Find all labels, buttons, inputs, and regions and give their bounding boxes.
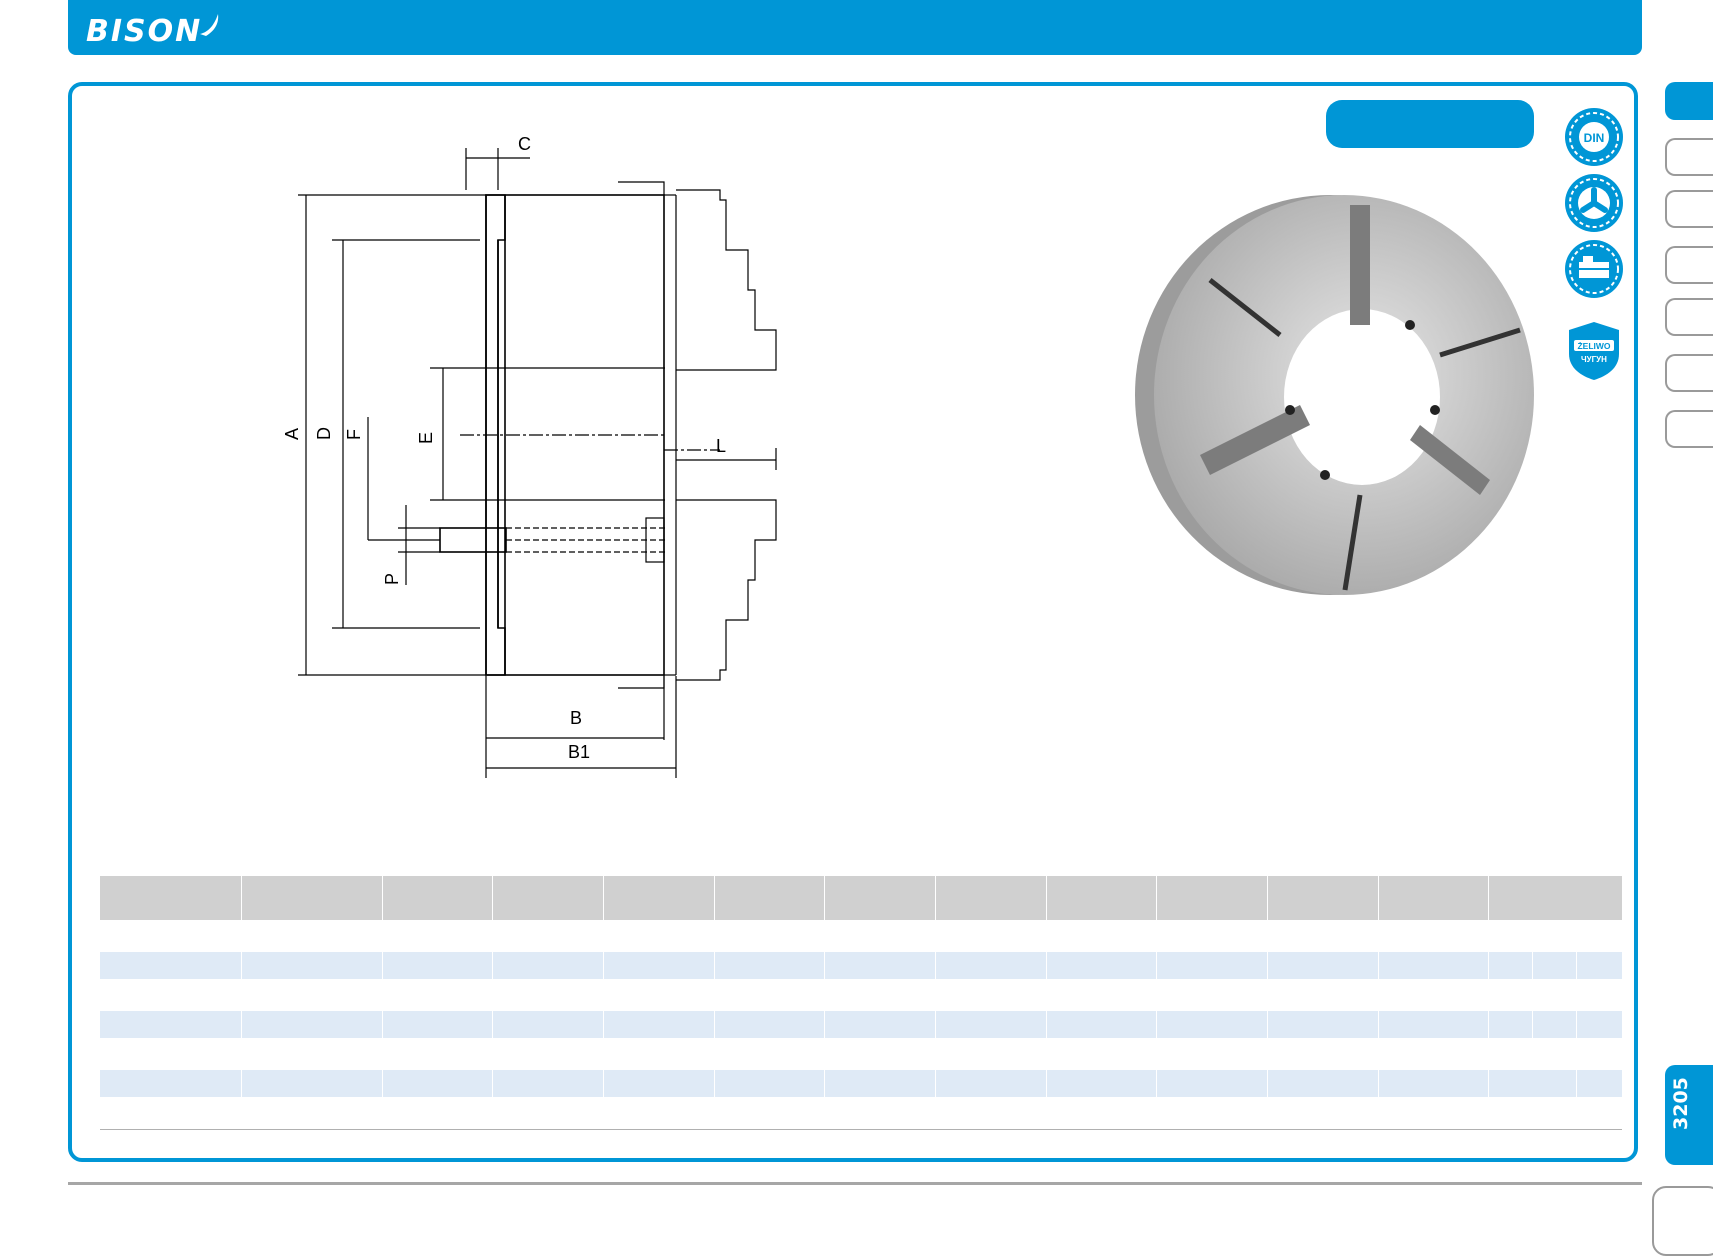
side-tab[interactable] — [1665, 138, 1713, 176]
content-frame — [68, 82, 1638, 1162]
svg-text:ЧУГУН: ЧУГУН — [1581, 355, 1607, 364]
svg-text:ŻELIWO: ŻELIWO — [1577, 341, 1610, 351]
table-row — [100, 1011, 1623, 1038]
page-number: 3205 — [1670, 1077, 1692, 1130]
svg-text:F: F — [344, 429, 364, 440]
side-tab-active[interactable] — [1665, 82, 1713, 120]
cast-iron-badge-icon: ŻELIWO ЧУГУН — [1569, 322, 1619, 380]
table-bottom-rule — [100, 1129, 1622, 1130]
specifications-table — [100, 876, 1623, 1097]
side-tab[interactable] — [1665, 354, 1713, 392]
table-row — [100, 920, 1623, 952]
brand-logo[interactable]: BISON — [86, 14, 203, 49]
chuck-product-photo — [1135, 195, 1534, 595]
product-title-pill — [1326, 100, 1534, 148]
side-tab[interactable] — [1665, 246, 1713, 284]
svg-text:E: E — [416, 432, 436, 444]
svg-text:P: P — [382, 573, 402, 585]
table-row — [100, 952, 1623, 979]
svg-text:DIN: DIN — [1584, 131, 1605, 145]
page-number-tab — [1665, 1065, 1713, 1165]
bison-horn-logo-icon — [200, 14, 219, 36]
three-jaw-badge-icon — [1565, 174, 1623, 232]
side-tab[interactable] — [1665, 298, 1713, 336]
table-row — [100, 1038, 1623, 1070]
page-corner-tab[interactable] — [1652, 1186, 1713, 1256]
table-header-row — [100, 876, 1623, 920]
svg-text:D: D — [314, 427, 334, 440]
side-tab[interactable] — [1665, 190, 1713, 228]
header-bar — [68, 0, 1642, 55]
chuck-technical-drawing: A D F E P C B B1 L — [282, 134, 777, 778]
table-subheader-row — [100, 898, 1623, 920]
table-row — [100, 979, 1623, 1011]
din-badge-icon: DIN — [1565, 108, 1623, 166]
svg-text:L: L — [716, 436, 726, 456]
svg-text:B: B — [570, 708, 582, 728]
lathe-badge-icon — [1565, 240, 1623, 298]
svg-text:A: A — [282, 428, 302, 440]
footer-rule — [68, 1182, 1642, 1185]
table-row — [100, 1070, 1623, 1097]
svg-text:B1: B1 — [568, 742, 590, 762]
side-tab[interactable] — [1665, 410, 1713, 448]
svg-text:C: C — [518, 134, 531, 154]
